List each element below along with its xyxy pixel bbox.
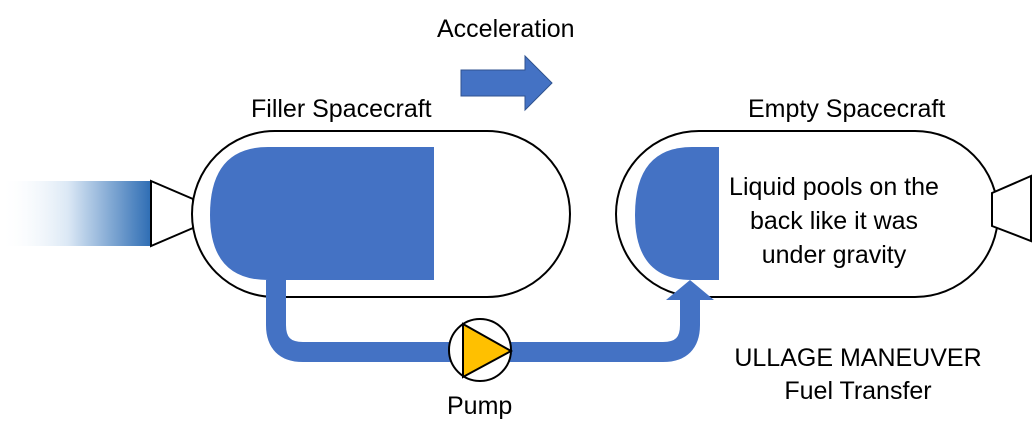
liquid-note-line1: Liquid pools on the [729,173,939,201]
pump-label: Pump [447,392,513,420]
pipe-arrowhead-icon [666,280,714,300]
title-line2: Fuel Transfer [784,377,932,405]
pump-icon [448,318,514,382]
empty-nozzle [991,174,1032,243]
liquid-note-line2: back like it was [749,207,919,235]
filler-fluid [210,147,434,280]
acceleration-label: Acceleration [437,15,575,43]
acceleration-arrow-icon [460,54,553,112]
filler-spacecraft-label: Filler Spacecraft [251,95,432,123]
liquid-note-line3: under gravity [761,241,907,269]
empty-spacecraft-label: Empty Spacecraft [748,95,946,123]
filler-nozzle [150,179,194,248]
liquid-note: Liquid pools on the back like it was und… [722,170,946,272]
title-line1: ULLAGE MANEUVER [734,344,982,372]
exhaust-plume [0,181,151,246]
diagram-title: ULLAGE MANEUVER Fuel Transfer [722,342,994,408]
pooled-fluid [635,147,719,280]
